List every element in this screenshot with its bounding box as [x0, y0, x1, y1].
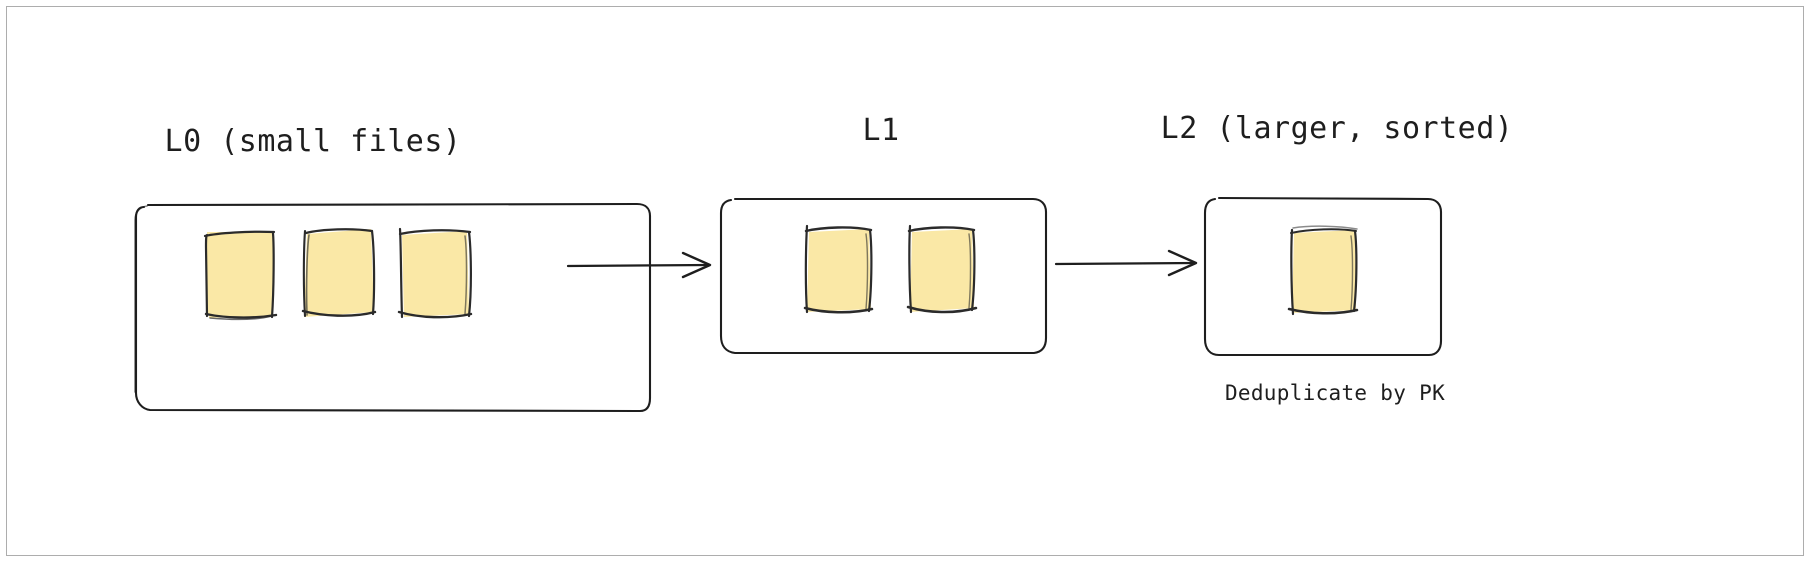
level-container-l2 [1203, 196, 1443, 357]
file-block-l0-2 [301, 228, 377, 318]
file-block-l0-1 [203, 230, 278, 321]
level-container-l0 [134, 202, 652, 413]
file-block-l1-2 [906, 224, 978, 314]
level-label-l1: L1 [862, 113, 900, 148]
file-block-l1-1 [803, 224, 874, 314]
file-block-l0-3 [397, 227, 473, 319]
level-container-l1 [719, 197, 1048, 355]
level-caption-l2: Deduplicate by PK [1224, 381, 1446, 405]
arrow-l1-to-l2 [1054, 249, 1198, 277]
file-block-l2-1 [1287, 225, 1359, 316]
arrow-l0-to-l1 [566, 251, 712, 279]
level-label-l2: L2 (larger, sorted) [1160, 111, 1514, 146]
level-label-l0: L0 (small files) [164, 124, 462, 159]
